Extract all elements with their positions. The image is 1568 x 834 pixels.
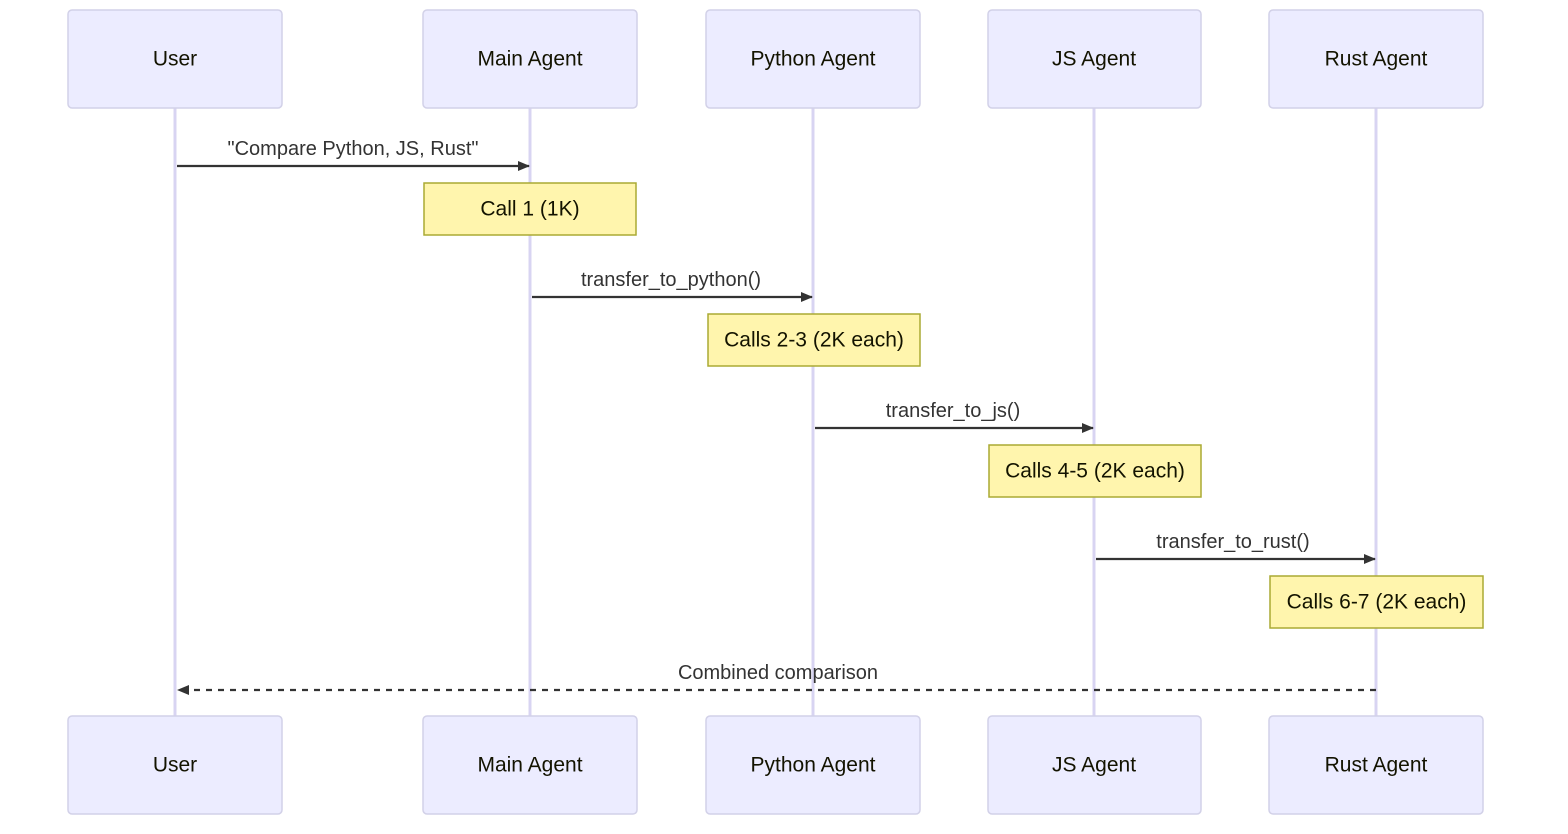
actor-box-main_agent-bottom[interactable] <box>422 715 638 815</box>
actor-label-main_agent-top: Main Agent <box>477 48 582 71</box>
actor-label-main_agent-bottom: Main Agent <box>477 754 582 777</box>
note-label-note-calls-4-5: Calls 4-5 (2K each) <box>1005 460 1185 483</box>
actor-label-user-top: User <box>153 48 197 71</box>
message-label-msg-transfer-rust: transfer_to_rust() <box>1156 531 1309 553</box>
message-label-msg-combined-comparison: Combined comparison <box>678 662 878 684</box>
actor-label-rust_agent-bottom: Rust Agent <box>1325 754 1428 777</box>
actor-box-python_agent-bottom[interactable] <box>705 715 921 815</box>
actor-box-python_agent-top[interactable] <box>705 9 921 109</box>
actors-bottom-group: User Main Agent Python Agent JS Agent Rust A… <box>67 715 1484 815</box>
note-box-note-calls-4-5[interactable] <box>988 444 1202 498</box>
message-label-msg-compare: "Compare Python, JS, Rust" <box>228 138 479 160</box>
actor-label-js_agent-bottom: JS Agent <box>1052 754 1136 777</box>
note-label-note-calls-2-3: Calls 2-3 (2K each) <box>724 329 904 352</box>
lifelines-group <box>173 108 1378 716</box>
actor-box-js_agent-bottom[interactable] <box>987 715 1202 815</box>
notes-group: Call 1 (1K) Calls 2-3 (2K each) Calls 4-5 … <box>423 182 1484 629</box>
message-label-msg-transfer-js: transfer_to_js() <box>886 400 1021 422</box>
note-box-note-calls-6-7[interactable] <box>1269 575 1484 629</box>
actor-box-user-top[interactable] <box>67 9 283 109</box>
note-box-note-call-1[interactable] <box>423 182 637 236</box>
actor-label-python_agent-bottom: Python Agent <box>751 754 876 777</box>
message-label-msg-transfer-python: transfer_to_python() <box>581 269 761 291</box>
actor-label-js_agent-top: JS Agent <box>1052 48 1136 71</box>
messages-group: "Compare Python, JS, Rust" transfer_to_py… <box>177 138 1376 695</box>
note-label-note-call-1: Call 1 (1K) <box>480 198 579 221</box>
actor-label-python_agent-top: Python Agent <box>751 48 876 71</box>
actor-box-rust_agent-top[interactable] <box>1268 9 1484 109</box>
actor-box-js_agent-top[interactable] <box>987 9 1202 109</box>
note-label-note-calls-6-7: Calls 6-7 (2K each) <box>1287 591 1467 614</box>
note-box-note-calls-2-3[interactable] <box>707 313 921 367</box>
actor-label-rust_agent-top: Rust Agent <box>1325 48 1428 71</box>
actors-top-group: User Main Agent Python Agent JS Agent Rust A… <box>67 9 1484 109</box>
actor-label-user-bottom: User <box>153 754 197 777</box>
actor-box-rust_agent-bottom[interactable] <box>1268 715 1484 815</box>
actor-box-user-bottom[interactable] <box>67 715 283 815</box>
actor-box-main_agent-top[interactable] <box>422 9 638 109</box>
